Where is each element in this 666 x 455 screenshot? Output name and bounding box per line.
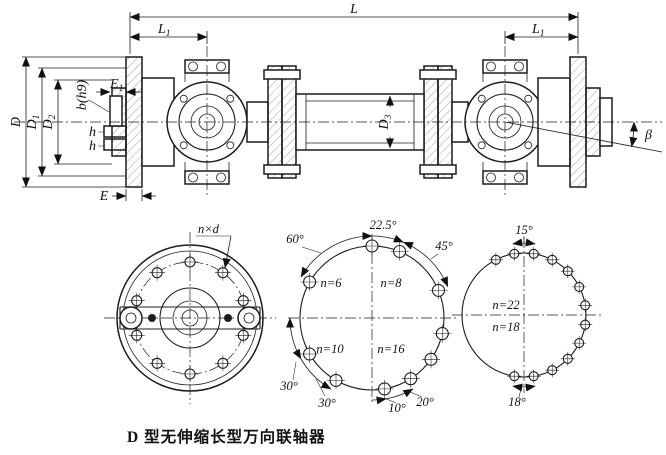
bolt-pattern-diagram: 60° 22.5° 45° n=6 n=8 n=10 n=16 30° 30° … xyxy=(279,218,456,415)
n-label-18: n=18 xyxy=(492,320,520,334)
dim-label-D2: D2 xyxy=(41,114,58,130)
angle-label-30-inner: 30° xyxy=(317,396,336,410)
flange-front-view: n×d xyxy=(104,222,276,404)
dim-label-D1: D1 xyxy=(25,115,42,131)
dim-label-D: D xyxy=(9,117,24,128)
dim-label-E1: E1 xyxy=(109,77,123,94)
angle-label-60: 60° xyxy=(286,232,304,246)
angle-label-22-5: 22.5° xyxy=(370,218,397,232)
n-label-16: n=16 xyxy=(377,342,405,356)
dim-label-L1-right: L1 xyxy=(531,22,545,39)
angle-label-20: 20° xyxy=(416,395,434,409)
dim-label-L1-left: L1 xyxy=(157,22,171,39)
dim-label-E: E xyxy=(99,189,109,204)
drawing-caption: D 型无伸缩长型万向联轴器 xyxy=(127,427,326,446)
angle-label-30-outer: 30° xyxy=(279,379,298,393)
dimensions: L L1 L1 D D1 D2 D3 E1 b(h9) h h E β xyxy=(9,2,663,204)
angle-label-10: 10° xyxy=(388,401,406,415)
dim-label-beta: β xyxy=(644,128,652,143)
angle-label-15: 15° xyxy=(515,223,533,237)
dim-label-D3: D3 xyxy=(377,114,394,130)
n-label-6: n=6 xyxy=(321,276,343,290)
bolt-callout-label: n×d xyxy=(198,222,220,236)
bolt-pattern-diagram-right: 15° n=22 n=18 18° xyxy=(452,223,602,409)
n-label-22: n=22 xyxy=(492,298,519,312)
angle-label-45: 45° xyxy=(435,239,453,253)
dim-label-h-upper: h xyxy=(89,125,96,140)
n-label-10: n=10 xyxy=(316,342,344,356)
dim-label-h-lower: h xyxy=(89,139,96,154)
n-label-8: n=8 xyxy=(381,276,403,290)
dim-label-b-h9: b(h9) xyxy=(75,80,90,111)
angle-label-18: 18° xyxy=(508,395,526,409)
dim-label-L: L xyxy=(349,2,358,17)
